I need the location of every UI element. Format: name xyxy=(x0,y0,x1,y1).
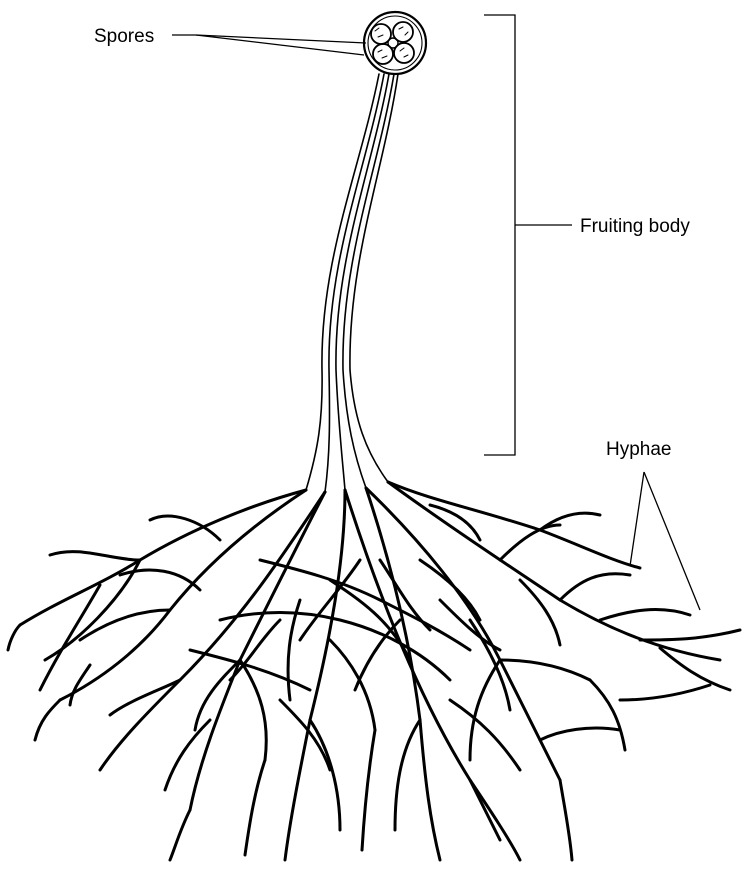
spore-cluster xyxy=(371,22,414,64)
hyphae-label: Hyphae xyxy=(606,439,672,460)
sporangium xyxy=(364,12,426,74)
hyphae-network xyxy=(8,482,740,860)
stalk xyxy=(306,74,398,492)
hyphae-leader-lines xyxy=(630,472,700,610)
spores-leader-lines xyxy=(172,35,366,55)
fruiting-body-bracket xyxy=(484,15,572,455)
fruiting-body-label: Fruiting body xyxy=(580,216,690,237)
spores-label: Spores xyxy=(94,26,154,47)
